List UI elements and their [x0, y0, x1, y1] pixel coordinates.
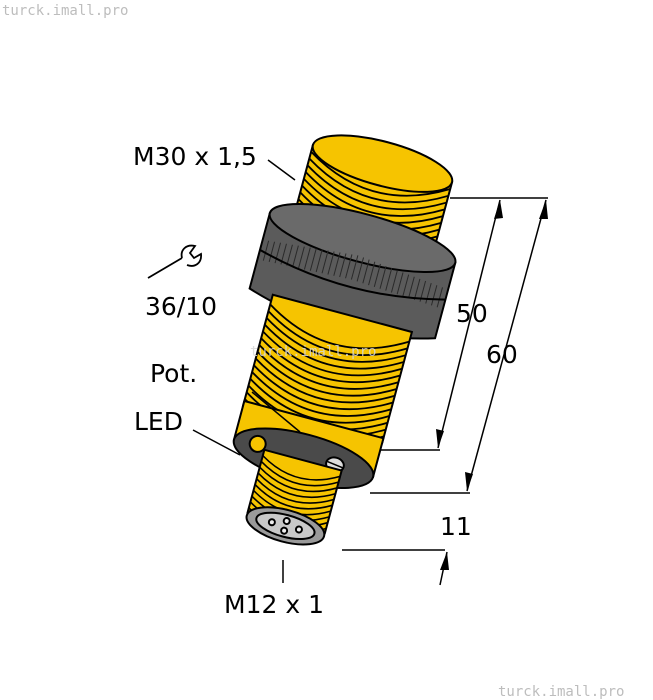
nut-rib	[396, 272, 404, 295]
nut-rib	[379, 265, 387, 289]
label-wrench-size: 36/10	[145, 292, 217, 321]
thread-line	[310, 151, 451, 197]
thread-line	[306, 164, 447, 211]
watermark-top-left: turck.imall.pro	[2, 3, 128, 19]
thread-line	[253, 364, 394, 411]
watermark-center: turck.imall.pro	[250, 344, 376, 360]
sensor-body	[232, 134, 457, 546]
thread-line	[305, 171, 446, 217]
thread-line	[265, 317, 406, 363]
thread-line	[249, 378, 390, 424]
thread-line	[255, 357, 396, 404]
nut-rib	[268, 241, 276, 263]
nut-rib	[286, 244, 293, 266]
nut-rib	[345, 254, 353, 279]
thread-line	[308, 157, 449, 204]
nut-rib	[350, 255, 359, 280]
nut-rib	[339, 253, 347, 278]
thread-line	[256, 351, 397, 397]
thread-line	[269, 303, 410, 350]
nut-rib	[327, 251, 335, 275]
led-indicator	[248, 434, 267, 453]
nut-rib	[390, 270, 398, 293]
thread-line	[256, 478, 335, 504]
nut-rib	[262, 240, 270, 261]
watermark-bottom-right: turck.imall.pro	[498, 684, 624, 700]
thread-line	[262, 330, 403, 377]
label-thread-top: M30 x 1,5	[133, 142, 257, 171]
nut-rib	[298, 246, 305, 269]
nut-rib	[333, 252, 341, 276]
nut-rib	[321, 250, 329, 274]
nut-rib	[309, 248, 317, 271]
thread-line	[264, 324, 405, 370]
connector-thread	[245, 448, 343, 546]
nut-rib	[292, 245, 299, 268]
thread-line	[260, 460, 339, 487]
thread-line	[267, 310, 408, 356]
nut-rib	[356, 257, 365, 282]
nut-rib	[315, 249, 323, 273]
dimension-11: 11	[440, 512, 472, 541]
label-led: LED	[134, 407, 183, 436]
nut-rib	[425, 283, 432, 304]
nut-rib	[402, 274, 410, 297]
thread-line	[260, 337, 401, 384]
nut-rib	[436, 287, 443, 308]
label-connector-thread: M12 x 1	[224, 590, 324, 619]
label-potentiometer: Pot.	[150, 359, 197, 388]
thread-line	[262, 455, 341, 481]
dimension-60: 60	[486, 340, 518, 369]
thread-line	[259, 466, 338, 493]
nut-rib	[362, 259, 370, 284]
thread-line	[258, 344, 399, 390]
thread-line	[257, 472, 336, 499]
thread-line	[251, 371, 392, 417]
nut-rib	[368, 261, 376, 286]
nut-rib	[373, 263, 381, 288]
nut-rib	[385, 268, 393, 291]
dimension-50: 50	[456, 299, 488, 328]
nut-rib	[413, 278, 421, 300]
nut-rib	[274, 242, 282, 264]
nut-rib	[430, 285, 438, 306]
nut-rib	[303, 247, 311, 270]
nut-rib	[408, 276, 415, 299]
wrench-icon	[147, 244, 202, 279]
thread-line	[254, 484, 333, 510]
